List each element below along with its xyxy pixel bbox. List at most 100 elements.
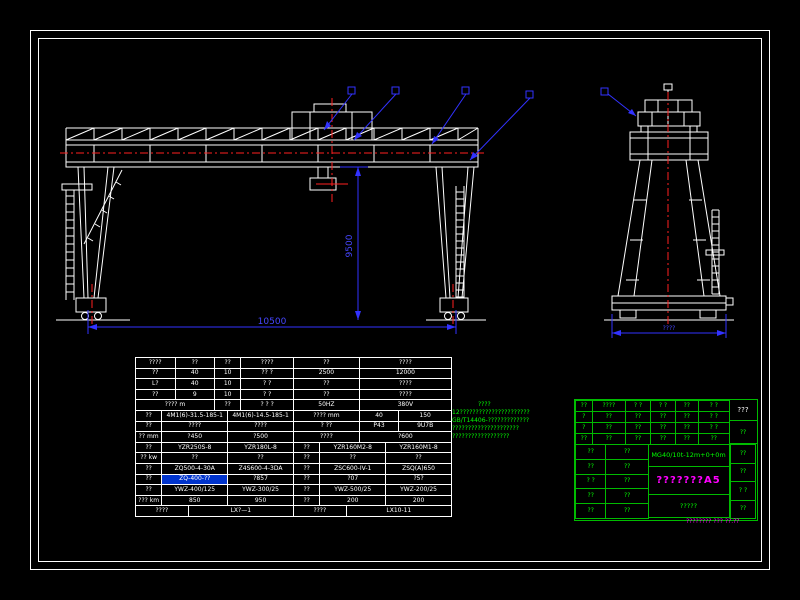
table-cell: ZSC600-IV-1	[320, 463, 387, 475]
table-cell: ??	[215, 400, 242, 411]
table-row: ??ZQ-400-???857???07?5?	[136, 474, 452, 486]
table-cell: ??	[320, 453, 387, 464]
sheet-number: ???	[737, 406, 749, 414]
sheet-outer-border	[30, 30, 770, 570]
sheet-sub-label: ??	[729, 420, 757, 443]
table-row: ??	[731, 445, 756, 464]
table-cell: ??	[606, 504, 649, 519]
table-row: ? ?	[731, 482, 756, 501]
table-cell: ????	[293, 432, 360, 443]
table-cell: 40	[359, 410, 400, 422]
table-cell: YZR160M2-8	[320, 442, 387, 454]
table-cell: YWZ-200/25	[386, 485, 452, 496]
table-cell: ? ? ?	[241, 400, 294, 411]
table-row: ???????	[576, 412, 676, 423]
table-cell: ? ?	[625, 401, 651, 412]
table-cell: 10	[215, 368, 242, 380]
table-cell: YZR160M1-8	[386, 442, 452, 454]
table-cell: ??	[625, 412, 651, 423]
table-cell: ??	[136, 474, 163, 486]
table-cell: ??	[676, 401, 699, 412]
table-row: ??? ?	[676, 401, 730, 412]
title-block: ??????? ?? ??????????????????????? ??? ?…	[574, 399, 758, 521]
table-cell: ?500	[228, 432, 294, 443]
table-cell: YWZ-400/125	[162, 485, 229, 496]
table-cell: ??	[293, 453, 321, 464]
table-row: ?? mm?450?500?????600	[136, 432, 452, 443]
table-cell: ??	[136, 368, 176, 380]
table-cell: ??	[136, 485, 163, 496]
table-cell: YWZ-300/25	[228, 485, 294, 496]
table-row: ???????	[576, 423, 676, 434]
note-line: ?????????????????????	[452, 425, 519, 432]
technical-notes: ????12??????????????????????GB/T14406-??…	[452, 401, 572, 441]
table-cell: ????	[359, 358, 452, 369]
table-cell: 10	[215, 389, 242, 401]
approval-table: ????????? ???????????	[575, 444, 649, 519]
table-cell: 12000	[359, 368, 452, 380]
table-row: ??? ?	[676, 412, 730, 423]
table-cell: ????	[162, 421, 229, 433]
table-cell: ??	[136, 410, 163, 422]
table-cell: ??	[293, 485, 321, 496]
table-cell: 40	[175, 379, 215, 390]
table-row: ?? kw??????????	[136, 453, 452, 464]
table-row: ??????? ?? ?	[576, 401, 676, 412]
table-cell: ? ?	[698, 401, 730, 412]
table-cell: ?	[576, 412, 593, 423]
table-cell: 4M1(6)-14.5-185-1	[228, 410, 294, 422]
note-line: 12??????????????????????	[452, 409, 530, 416]
table-cell: ? ?	[698, 423, 730, 434]
table-cell: ?? mm	[136, 432, 163, 443]
table-row: ????	[576, 445, 649, 460]
table-cell: 50HZ	[293, 400, 360, 411]
table-cell: ?450	[162, 432, 229, 443]
table-cell: ??	[592, 412, 626, 423]
table-row: ????	[676, 434, 730, 445]
table-cell: ??	[576, 459, 607, 475]
table-cell: ??	[698, 434, 730, 445]
table-cell: ??	[136, 421, 163, 433]
dim-front-span: 10500	[258, 317, 287, 327]
sheet-number-cell: ??? ??	[729, 400, 757, 444]
table-cell: L?	[136, 379, 176, 390]
table-cell: Z4S600-4-3DA	[228, 463, 294, 475]
table-cell: ????	[293, 506, 347, 517]
table-cell: ZQ500-4-30A	[162, 463, 229, 475]
table-cell: ??	[293, 358, 360, 369]
table-cell: ??	[731, 500, 756, 519]
table-cell: ??	[136, 442, 163, 454]
table-row: ??	[731, 500, 756, 519]
table-cell: ? ?	[731, 482, 756, 501]
table-row: ????	[576, 459, 649, 475]
table-cell: ??	[576, 401, 593, 412]
table-row: ??? ?	[676, 423, 730, 434]
table-cell: ??	[606, 459, 649, 475]
table-cell: P43	[359, 421, 400, 433]
table-cell: ??	[162, 453, 229, 464]
scale-table: ????? ???	[730, 444, 756, 519]
table-cell: ? ?	[650, 401, 676, 412]
table-cell: ?5?	[386, 474, 452, 486]
table-cell: ???? mm	[293, 410, 360, 422]
table-cell: ??	[293, 379, 360, 390]
table-cell: LX10-11	[346, 506, 452, 517]
table-row: ??	[731, 463, 756, 482]
table-cell: ??	[731, 463, 756, 482]
table-cell: ??	[650, 423, 676, 434]
table-cell: 40	[175, 368, 215, 380]
table-cell: ??	[175, 358, 215, 369]
table-cell: ??	[606, 445, 649, 460]
table-cell: ??	[576, 445, 607, 460]
table-cell: ??	[293, 495, 321, 507]
table-cell: 150	[399, 410, 452, 422]
dimension-arrows	[88, 109, 726, 336]
table-cell: ??	[293, 463, 321, 475]
organization-label: ?????	[648, 495, 730, 518]
table-row: ????	[576, 504, 649, 519]
